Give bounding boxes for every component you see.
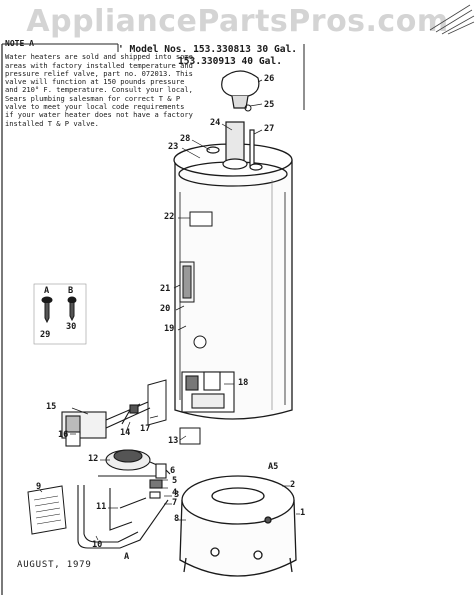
callout-11: 11 bbox=[96, 502, 107, 512]
callout-7: 7 bbox=[172, 498, 178, 508]
screw-b bbox=[67, 296, 77, 322]
sight-window bbox=[179, 261, 195, 303]
model-numbers-line-1: ' Model Nos. 153.330813 30 Gal. bbox=[118, 44, 298, 55]
screw-a-letter: A bbox=[44, 286, 50, 296]
note-text: Water heaters are sold and shipped into … bbox=[5, 52, 193, 128]
corner-scribble bbox=[429, 4, 475, 35]
screw-b-letter: B bbox=[68, 286, 74, 296]
outer-access-door bbox=[181, 371, 235, 413]
callout-8: 8 bbox=[174, 514, 180, 524]
callout-12: 12 bbox=[88, 454, 99, 464]
callout-28: 28 bbox=[180, 134, 191, 144]
callout-15: 15 bbox=[46, 402, 57, 412]
callout-23: 23 bbox=[168, 142, 179, 152]
callout-16: 16 bbox=[58, 430, 69, 440]
callout-3: 3 bbox=[174, 490, 180, 500]
burner-assembly bbox=[105, 449, 171, 479]
callout-25: 25 bbox=[264, 100, 275, 110]
screw-box bbox=[33, 283, 87, 345]
leader-lines bbox=[39, 79, 300, 541]
callout-13: 13 bbox=[168, 436, 179, 446]
callout-20: 20 bbox=[160, 304, 171, 314]
instruction-card bbox=[27, 485, 67, 535]
callout-19: 19 bbox=[164, 324, 175, 334]
callout-6: 6 bbox=[170, 466, 176, 476]
callout-22: 22 bbox=[164, 212, 175, 222]
drain-plug bbox=[193, 335, 207, 349]
callout-24: 24 bbox=[210, 118, 221, 128]
footer-date: AUGUST, 1979 bbox=[17, 560, 92, 570]
callout-18: 18 bbox=[238, 378, 249, 388]
callout-10: 10 bbox=[92, 540, 103, 550]
thermocouple bbox=[121, 403, 141, 425]
model-numbers-line-2: 153.330913 40 Gal. bbox=[178, 56, 282, 67]
callout-2: 2 bbox=[290, 480, 296, 490]
callout-14: 14 bbox=[120, 428, 131, 438]
screw-b-number: 30 bbox=[66, 322, 77, 332]
callout-27: 27 bbox=[264, 124, 275, 134]
callout-17: 17 bbox=[140, 424, 151, 434]
callout-1: 1 bbox=[300, 508, 306, 518]
callout-a5: A5 bbox=[268, 462, 279, 472]
callout-5: 5 bbox=[172, 476, 178, 486]
burner-access-door bbox=[179, 427, 201, 445]
label-plate bbox=[189, 211, 213, 227]
base-pan bbox=[179, 475, 297, 577]
callout-a: A bbox=[124, 552, 130, 562]
manifold-tubing bbox=[77, 475, 169, 549]
flue-and-fittings bbox=[206, 121, 263, 171]
note-a: NOTE A Water heaters are sold and shippe… bbox=[5, 39, 195, 128]
callout-21: 21 bbox=[160, 284, 171, 294]
callout-4: 4 bbox=[172, 488, 178, 498]
inner-door bbox=[147, 379, 167, 426]
baffle bbox=[244, 104, 252, 112]
screw-a bbox=[41, 296, 53, 324]
screw-a-number: 29 bbox=[40, 330, 51, 340]
watermark: AppliancePartsPros.com bbox=[26, 4, 449, 39]
draft-hood bbox=[221, 70, 260, 109]
callout-9: 9 bbox=[36, 482, 42, 492]
callout-26: 26 bbox=[264, 74, 275, 84]
